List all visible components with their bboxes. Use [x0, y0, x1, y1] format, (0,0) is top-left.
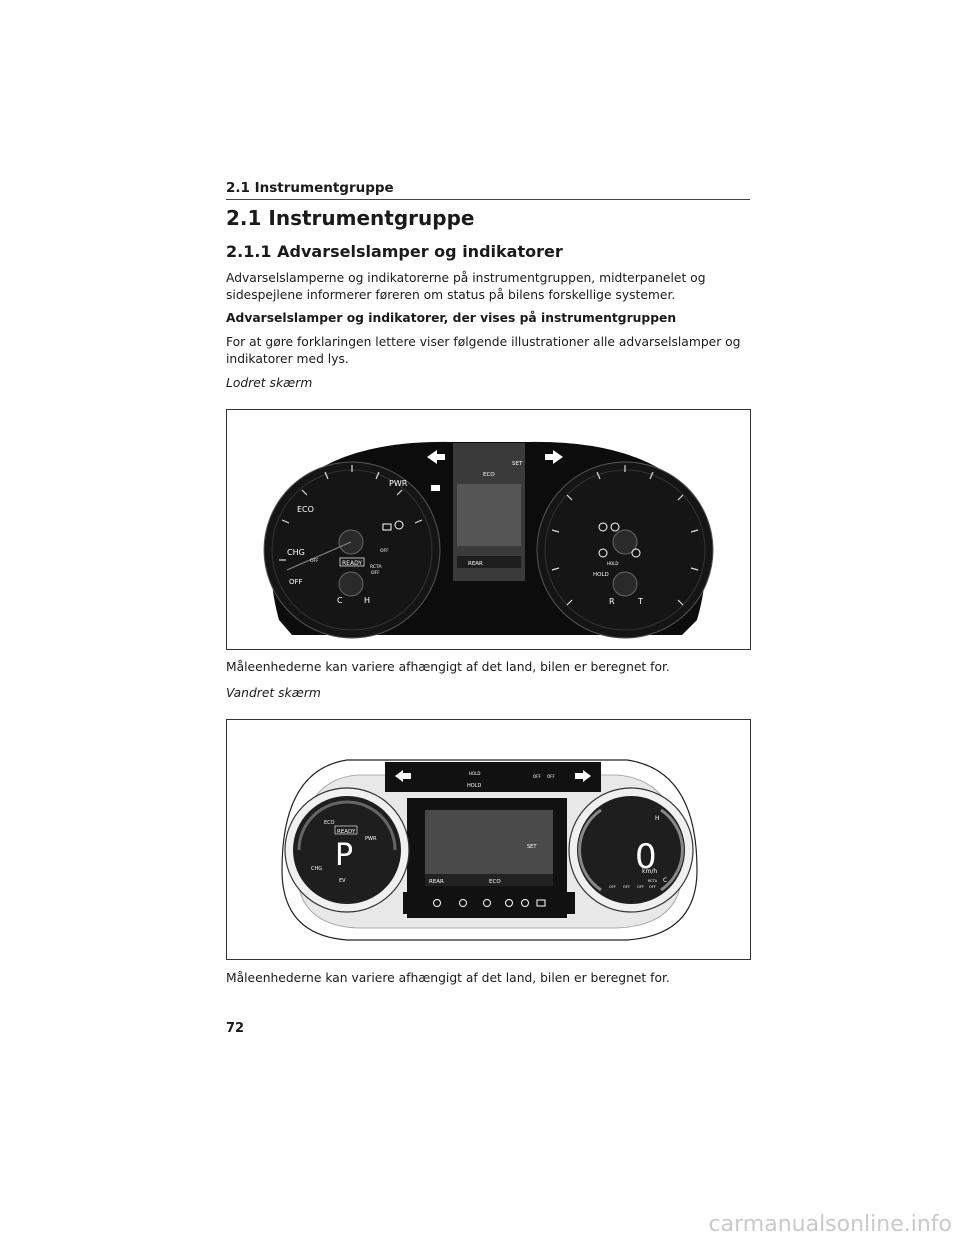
intro-paragraph: Advarselslamperne og indikatorerne på in…	[226, 270, 751, 303]
rear-bar	[425, 874, 553, 886]
figure-horizontal-cluster: HOLD HOLD OFF OFF ECO READY P PWR CHG EV…	[226, 719, 751, 960]
eco-label: ECO	[324, 820, 335, 826]
center-eco-label: ECO	[489, 879, 501, 885]
tpms-icon	[521, 899, 529, 907]
rcta-label: RCTA	[370, 564, 382, 570]
bottom-icons	[433, 899, 546, 907]
power-ticks	[279, 465, 423, 561]
vertical-cluster-illustration: PWR ECO CHG OFF READY C H OFF RCTA OFF O…	[263, 441, 714, 639]
hold-small-label: HOLD	[607, 561, 618, 566]
chg-label: CHG	[287, 548, 305, 557]
center-screen	[425, 810, 553, 886]
header-rule	[226, 199, 750, 200]
low-beam-icon	[431, 485, 440, 491]
temp-hot-label: H	[655, 815, 660, 822]
ready-label: READY	[337, 829, 356, 835]
chg-label: CHG	[311, 866, 322, 872]
set-label: SET	[512, 461, 523, 467]
seatbelt-icon	[433, 899, 441, 907]
figure1-label: Lodret skærm	[226, 376, 313, 390]
hold-label: HOLD	[593, 572, 609, 578]
turn-right-arrow-icon	[545, 450, 563, 464]
rear-label: REAR	[468, 561, 483, 567]
ready-box	[339, 557, 365, 567]
t-label: T	[637, 597, 643, 606]
rear-bar	[457, 556, 521, 568]
p-off-label: OFF	[310, 558, 319, 564]
right-off-label-3: OFF	[637, 885, 644, 889]
ready-box	[334, 825, 358, 835]
speed-ticks	[551, 465, 699, 606]
right-rcta-label: RCTA	[648, 879, 658, 883]
speed-unit: km/h	[642, 868, 657, 875]
bottom-indicator-strip	[403, 892, 575, 914]
strip-off-label-1: OFF	[533, 774, 541, 779]
tpms-icon	[394, 520, 404, 530]
top-indicator-strip	[385, 762, 601, 792]
pwr-label: PWR	[389, 479, 408, 488]
abs-icon	[505, 899, 513, 907]
horizontal-cluster-illustration: HOLD HOLD OFF OFF ECO READY P PWR CHG EV…	[281, 759, 698, 941]
eco-label: ECO	[297, 505, 314, 514]
intro-line-2: sidespejlene informerer føreren om statu…	[226, 287, 676, 302]
strip-off-label-2: OFF	[547, 774, 555, 779]
right-dial	[577, 796, 685, 904]
brake-warning-icon	[610, 522, 620, 532]
epb-icon	[598, 522, 608, 532]
figure-vertical-cluster: PWR ECO CHG OFF READY C H OFF RCTA OFF O…	[226, 409, 751, 650]
left-dial-hub-lower	[338, 571, 364, 597]
turn-right-arrow-icon	[575, 770, 591, 782]
watermark: carmanualsonline.info	[708, 1212, 952, 1237]
power-steering-icon	[459, 899, 467, 907]
right-dial-hub-upper	[612, 529, 638, 555]
cold-label: C	[337, 596, 343, 605]
rear-label: REAR	[429, 879, 444, 885]
right-dial-hub-lower	[612, 571, 638, 597]
bold-subheading: Advarselslamper og indikatorer, der vise…	[226, 311, 677, 325]
explain-line-2: indikatorer med lys.	[226, 351, 349, 366]
abs-icon	[631, 548, 641, 558]
figure1-caption: Måleenhederne kan variere afhængigt af d…	[226, 660, 670, 674]
intro-line-1: Advarselslamperne og indikatorerne på in…	[226, 271, 706, 285]
engine-check-icon	[536, 899, 546, 907]
hot-label: H	[364, 596, 370, 605]
turn-left-arrow-icon	[395, 770, 411, 782]
strip-hold-label-1: HOLD	[469, 771, 480, 776]
speed-readout: 0	[635, 837, 657, 877]
set-label: SET	[527, 844, 537, 850]
right-off-label-1: OFF	[609, 885, 616, 889]
center-screen-area	[457, 484, 521, 546]
section-title: 2.1 Instrumentgruppe	[226, 206, 475, 230]
off-label: OFF	[289, 578, 303, 586]
ev-label: EV	[339, 878, 346, 884]
off-small-label: OFF	[380, 548, 389, 554]
center-eco-label: ECO	[483, 472, 495, 478]
right-off-label-4: OFF	[649, 885, 656, 889]
turn-left-arrow-icon	[427, 450, 445, 464]
running-header: 2.1 Instrumentgruppe	[226, 180, 394, 196]
figure2-caption: Måleenhederne kan variere afhængigt af d…	[226, 971, 670, 985]
door-icon	[483, 899, 491, 907]
page-number: 72	[226, 1021, 245, 1036]
figure2-label: Vandret skærm	[226, 686, 321, 700]
battery-icon	[382, 523, 392, 531]
explain-paragraph: For at gøre forklaringen lettere viser f…	[226, 334, 751, 367]
temp-cold-label: C	[663, 877, 667, 884]
hold-icon	[598, 548, 608, 558]
explain-line-1: For at gøre forklaringen lettere viser f…	[226, 335, 741, 349]
subsection-title: 2.1.1 Advarselslamper og indikatorer	[226, 242, 563, 261]
ready-label: READY	[342, 560, 362, 567]
right-off-label-2: OFF	[623, 885, 630, 889]
gear-indicator: P	[335, 838, 353, 873]
rcta-off-label: OFF	[371, 570, 380, 576]
left-dial	[293, 796, 401, 904]
pwr-label: PWR	[365, 836, 377, 842]
strip-hold-label-2: HOLD	[467, 783, 481, 789]
r-label: R	[609, 597, 615, 606]
